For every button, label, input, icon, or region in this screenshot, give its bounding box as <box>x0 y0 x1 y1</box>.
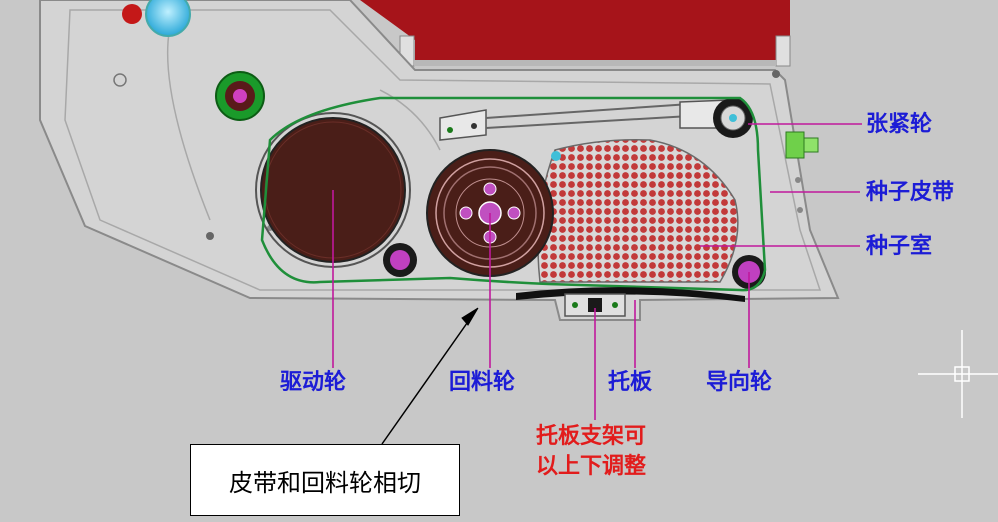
bracket-note-line-2: 以上下调整 <box>536 453 647 479</box>
label-drive-wheel: 驱动轮 <box>280 370 347 395</box>
seed-belt <box>260 96 767 292</box>
bracket-note-line-1: 托板支架可 <box>536 424 647 449</box>
tangent-arrow <box>381 307 479 445</box>
tangent-note-text: 皮带和回料轮相切 <box>229 468 421 497</box>
label-seed-chamber: 种子室 <box>866 234 933 259</box>
green-ring-wheel <box>215 71 265 121</box>
label-tension-wheel: 张紧轮 <box>866 112 933 137</box>
cyan-dot <box>551 151 561 161</box>
support-bracket <box>564 293 626 317</box>
crosshair-cursor <box>918 330 998 418</box>
label-bracket-note: 托板支架可 以上下调整 <box>536 422 646 481</box>
hopper <box>360 0 791 67</box>
idler-wheel <box>383 243 417 277</box>
support-plate <box>516 287 745 302</box>
label-support-plate: 托板 <box>608 370 653 395</box>
label-return-wheel: 回料轮 <box>449 370 516 395</box>
tension-wheel <box>713 98 753 138</box>
tangent-note-box: 皮带和回料轮相切 <box>190 444 460 516</box>
label-seed-belt: 种子皮带 <box>866 180 955 205</box>
label-guide-wheel: 导向轮 <box>706 370 773 395</box>
leader-lines <box>332 123 862 420</box>
